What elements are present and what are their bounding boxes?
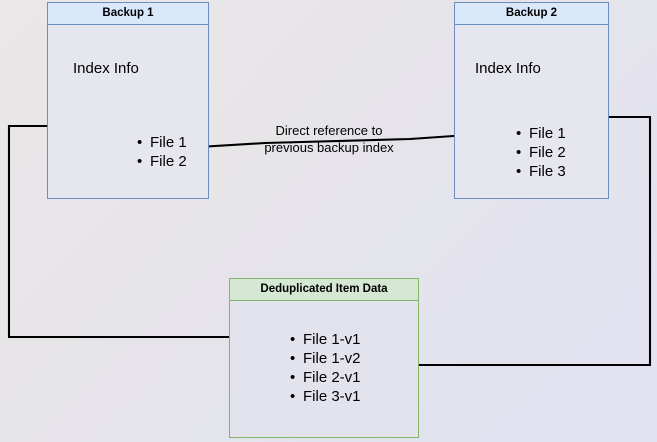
node-deduplicated-item-data[interactable]: Deduplicated Item Data File 1-v1 File 1-…	[229, 278, 419, 438]
edge-backup2-to-dedup	[384, 115, 652, 369]
node-backup-2-body: Index Info File 1 File 2 File 3	[455, 25, 608, 198]
edge-backup2-to-backup1	[165, 131, 498, 153]
edge-label-line-2: previous backup index	[264, 140, 394, 155]
list-item: File 3-v1	[290, 387, 360, 406]
dedup-file-list: File 1-v1 File 1-v2 File 2-v1 File 3-v1	[286, 330, 360, 406]
edge-label-direct-reference: Direct reference to previous backup inde…	[248, 122, 410, 156]
edge-label-line-1: Direct reference to	[275, 123, 383, 138]
backup-1-index-info-label: Index Info	[73, 60, 139, 77]
list-item: File 1	[137, 133, 187, 152]
node-backup-1-body: Index Info File 1 File 2	[48, 25, 208, 198]
node-backup-2-title: Backup 2	[455, 3, 608, 25]
list-item: File 2	[137, 152, 187, 171]
node-deduplicated-item-data-body: File 1-v1 File 1-v2 File 2-v1 File 3-v1	[230, 301, 418, 437]
list-item: File 1	[516, 124, 566, 143]
node-backup-2[interactable]: Backup 2 Index Info File 1 File 2 File 3	[454, 2, 609, 199]
list-item: File 2	[516, 143, 566, 162]
list-item: File 3	[516, 162, 566, 181]
node-deduplicated-item-data-title: Deduplicated Item Data	[230, 279, 418, 301]
list-item: File 1-v2	[290, 349, 360, 368]
backup-2-file-list: File 1 File 2 File 3	[512, 124, 566, 181]
node-backup-1[interactable]: Backup 1 Index Info File 1 File 2	[47, 2, 209, 199]
node-backup-1-title: Backup 1	[48, 3, 208, 25]
backup-1-file-list: File 1 File 2	[133, 133, 187, 171]
list-item: File 2-v1	[290, 368, 360, 387]
backup-2-index-info-label: Index Info	[475, 60, 541, 77]
list-item: File 1-v1	[290, 330, 360, 349]
